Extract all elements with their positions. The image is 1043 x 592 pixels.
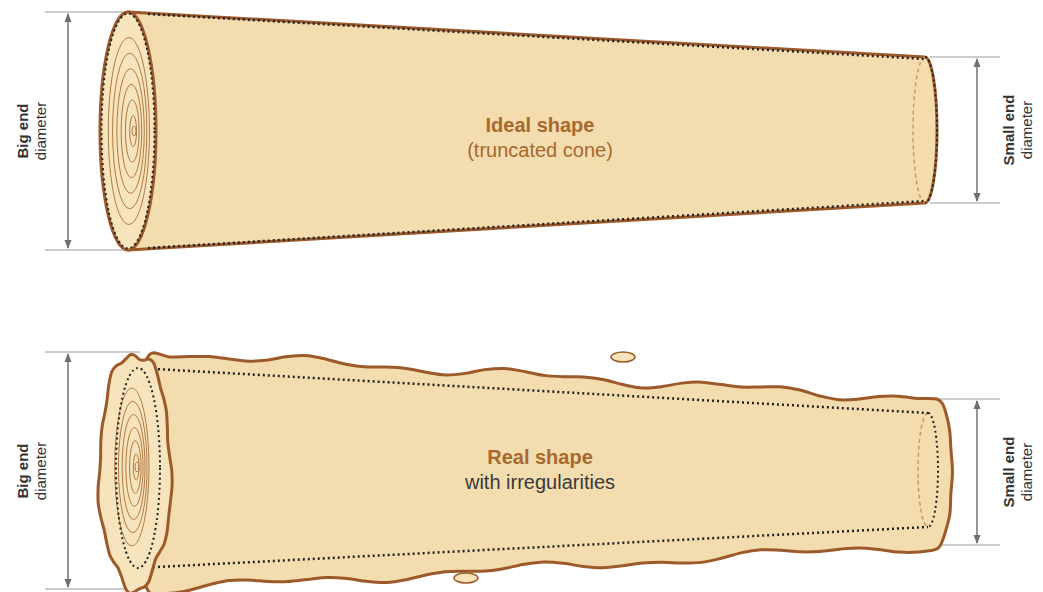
knot — [454, 573, 478, 583]
log-shape: Real shapewith irregularities — [90, 345, 960, 592]
log-end-face — [100, 12, 156, 250]
growth-ring — [121, 84, 142, 177]
log-body — [140, 353, 953, 592]
dimension-word: diameter — [1018, 437, 1036, 508]
knot — [611, 352, 635, 362]
growth-ring — [115, 388, 149, 546]
log-shape: Ideal shape(truncated cone) — [90, 5, 950, 257]
growth-ring — [125, 100, 139, 162]
shape-title: Real shape — [465, 445, 615, 470]
growth-ring — [122, 414, 145, 519]
shape-subtitle: (truncated cone) — [467, 138, 613, 163]
growth-ring — [108, 38, 149, 225]
growth-ring — [118, 401, 147, 532]
log-end-face — [98, 355, 172, 592]
growth-ring — [130, 441, 141, 494]
dimension-word: diameter — [1018, 95, 1036, 166]
dimension-arrow — [930, 57, 1000, 203]
log-body — [128, 12, 937, 250]
end-name: Big end — [14, 102, 32, 160]
growth-ring — [113, 53, 147, 209]
log-illustration — [90, 345, 960, 592]
dimension-label: Small enddiameter — [1000, 437, 1036, 508]
shape-title: Ideal shape — [467, 113, 613, 138]
end-name: Big end — [14, 442, 32, 500]
dimension-label: Small enddiameter — [1000, 95, 1036, 166]
shape-subtitle: with irregularities — [465, 470, 615, 495]
growth-ring — [130, 115, 137, 146]
dimension-label: Big enddiameter — [14, 442, 50, 500]
growth-ring — [133, 454, 139, 480]
end-name: Small end — [1000, 95, 1018, 166]
dimension-word: diameter — [32, 442, 50, 500]
end-name: Small end — [1000, 437, 1018, 508]
dimension-label: Big enddiameter — [14, 102, 50, 160]
growth-ring — [117, 69, 144, 194]
dimension-word: diameter — [32, 102, 50, 160]
growth-ring — [126, 428, 143, 507]
